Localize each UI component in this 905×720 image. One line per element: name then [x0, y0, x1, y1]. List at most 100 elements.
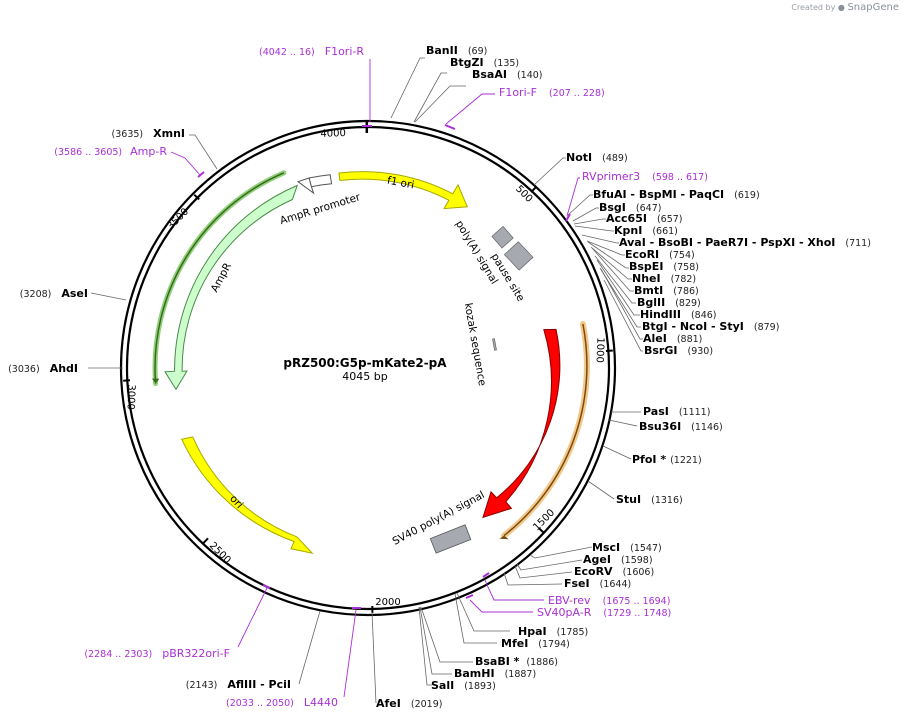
- ampr-arrow[interactable]: [164, 184, 299, 391]
- site-bfuai[interactable]: BfuAI - BspMI - PaqCI(619): [593, 188, 760, 201]
- site-sali-pos: (1893): [464, 681, 496, 692]
- site-hindiii[interactable]: HindIII(846): [640, 308, 717, 321]
- kozak-mark[interactable]: [492, 338, 497, 351]
- leader-mfei: [454, 593, 497, 644]
- leader-pbr322ori-f: [237, 587, 268, 648]
- ampr-promoter-body[interactable]: [308, 174, 333, 188]
- site-bmti-pos: (786): [673, 286, 699, 297]
- primer-f1ori-f[interactable]: F1ori-F(207 .. 228): [499, 86, 605, 99]
- site-labels: BanII(69) BtgZI(135) BsaAI(140) NotI(489…: [8, 44, 871, 710]
- primer-f1ori-r[interactable]: (4042 .. 16)F1ori-R: [259, 45, 364, 58]
- site-bspei-name: BspEI: [629, 260, 663, 273]
- leader-kpni: [574, 225, 614, 232]
- site-xmni[interactable]: (3635)XmnI: [112, 127, 185, 140]
- site-bsu36i[interactable]: Bsu36I (1146): [639, 420, 723, 433]
- ampr-promoter-arrowhead[interactable]: [296, 177, 315, 195]
- site-bsrgi[interactable]: BsrGI(930): [644, 344, 713, 357]
- leader-btgi: [599, 267, 641, 328]
- site-stui[interactable]: StuI(1316): [616, 493, 683, 506]
- site-ecorv-pos: (1606): [623, 567, 655, 578]
- site-avai-pos: (711): [845, 238, 871, 249]
- site-btgi[interactable]: BtgI - NcoI - StyI (879): [642, 320, 779, 333]
- pause-site-box[interactable]: [503, 241, 534, 271]
- tick-label-4000: 4000: [320, 128, 346, 140]
- site-noti[interactable]: NotI(489): [566, 151, 628, 164]
- orange-highlight-line: [503, 323, 588, 537]
- site-bsaai-pos: (140): [517, 70, 543, 81]
- primer-amp-r-range: (3586 .. 3605): [54, 147, 122, 158]
- site-bglii-name: BglII: [637, 296, 665, 309]
- primer-pbr322ori-f-name: pBR322ori-F: [162, 647, 230, 660]
- site-banii[interactable]: BanII(69): [426, 44, 487, 57]
- site-bsabi[interactable]: BsaBI *(1886): [475, 655, 558, 668]
- polya-signal-box[interactable]: [491, 225, 514, 249]
- site-btgzi-name: BtgZI: [450, 56, 484, 69]
- site-xmni-pos: (3635): [112, 129, 144, 140]
- primer-amp-r[interactable]: (3586 .. 3605)Amp-R: [54, 145, 167, 158]
- site-bspei-pos: (758): [673, 262, 699, 273]
- site-ecorv[interactable]: EcoRV (1606): [574, 565, 654, 578]
- site-bamhi-pos: (1887): [505, 669, 537, 680]
- site-ecorv-name: EcoRV: [574, 565, 613, 578]
- site-leader-lines: [88, 57, 643, 704]
- sv40-polya-box[interactable]: [429, 524, 472, 554]
- primer-f1ori-r-name: F1ori-R: [325, 45, 365, 58]
- plasmid-size: 4045 bp: [342, 370, 387, 383]
- kozak-label: kozak sequence: [462, 302, 488, 387]
- site-noti-pos: (489): [602, 153, 628, 164]
- site-agei[interactable]: AgeI(1598): [583, 553, 653, 566]
- site-hpai-name: HpaI: [518, 625, 547, 638]
- primer-l4440-range: (2033 .. 2050): [226, 698, 294, 709]
- site-btgi-name: BtgI - NcoI - StyI: [642, 320, 744, 333]
- site-afliii[interactable]: (2143)AflIII - PciI: [186, 678, 291, 691]
- site-agei-pos: (1598): [621, 555, 653, 566]
- leader-l4440: [343, 609, 357, 698]
- site-mfei[interactable]: MfeI(1794): [501, 637, 570, 650]
- site-msci[interactable]: MscI(1547): [592, 541, 662, 554]
- plasmid-name: pRZ500:G5p-mKate2-pA: [283, 356, 447, 370]
- site-pasi[interactable]: PasI(1111): [643, 405, 710, 418]
- site-ecori[interactable]: EcoRI(754): [625, 248, 695, 261]
- site-avai[interactable]: AvaI - BsoBI - PaeR7I - PspXI - XhoI (711…: [619, 236, 871, 249]
- site-bamhi[interactable]: BamHI(1887): [454, 667, 536, 680]
- site-alei[interactable]: AleI(881): [643, 332, 702, 345]
- site-bsgi[interactable]: BsgI(647): [599, 201, 661, 214]
- primer-pbr322ori-f[interactable]: (2284 .. 2303)pBR322ori-F: [84, 647, 230, 660]
- site-btgi-pos: (879): [754, 322, 780, 333]
- site-bsu36i-pos: (1146): [691, 422, 723, 433]
- ori-arrow[interactable]: [180, 436, 314, 555]
- site-avai-name: AvaI - BsoBI - PaeR7I - PspXI - XhoI: [619, 236, 835, 249]
- site-kpni[interactable]: KpnI(661): [614, 224, 678, 237]
- primer-rvprimer3[interactable]: RVprimer3(598 .. 617): [582, 170, 708, 183]
- leader-xmni: [189, 134, 218, 170]
- site-bmti[interactable]: BmtI(786): [634, 284, 699, 297]
- site-bglii[interactable]: BglII(829): [637, 296, 701, 309]
- primer-sv40pa-r[interactable]: SV40pA-R(1729 .. 1748): [537, 606, 671, 619]
- leader-bfuai: [567, 194, 593, 216]
- site-acc65i[interactable]: Acc65I(657): [606, 212, 683, 225]
- site-pfoi[interactable]: PfoI *(1221): [632, 453, 702, 466]
- site-nhei-pos: (782): [671, 274, 697, 285]
- site-bsaai[interactable]: BsaAI(140): [472, 68, 543, 81]
- site-bsu36i-name: Bsu36I: [639, 420, 681, 433]
- snapgene-logo-icon: ●: [837, 3, 845, 12]
- site-bspei[interactable]: BspEI (758): [629, 260, 699, 273]
- site-ahdi[interactable]: (3036)AhdI: [8, 362, 78, 375]
- primer-l4440[interactable]: (2033 .. 2050)L4440: [226, 696, 338, 709]
- f1-ori-arrow[interactable]: [338, 171, 469, 210]
- site-fsei[interactable]: FseI(1644): [564, 577, 631, 590]
- site-afei-name: AfeI: [376, 697, 401, 710]
- site-btgzi[interactable]: BtgZI(135): [450, 56, 519, 69]
- tagrfp-arrow[interactable]: [482, 328, 561, 519]
- ebv-rev-mark: [482, 572, 490, 578]
- site-afei[interactable]: AfeI (2019): [376, 697, 442, 710]
- site-nhei[interactable]: NheI(782): [632, 272, 696, 285]
- site-afei-pos: (2019): [411, 699, 443, 710]
- site-sali[interactable]: SalI(1893): [431, 679, 496, 692]
- primer-f1ori-f-name: F1ori-F: [499, 86, 537, 99]
- site-asei[interactable]: (3208)AseI: [20, 287, 88, 300]
- leader-bsaai: [414, 85, 466, 123]
- site-bsgi-name: BsgI: [599, 201, 626, 214]
- site-hpai[interactable]: HpaI(1785): [518, 625, 588, 638]
- primer-ebv-rev[interactable]: EBV-rev(1675 .. 1694): [548, 594, 670, 607]
